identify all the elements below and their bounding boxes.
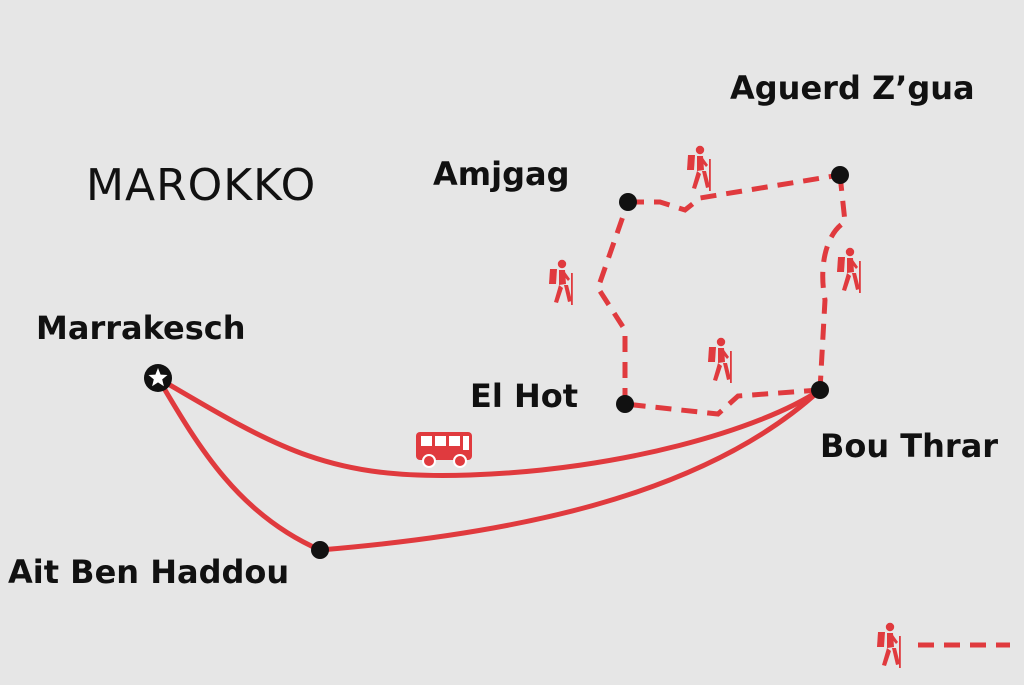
place-label-el-hot: El Hot [470,377,579,415]
trek-routes [595,172,848,417]
star-icon [144,364,172,392]
point-amjgag [619,193,637,211]
bus-icon [416,432,472,468]
trek-amjgag-aguerd [628,172,841,213]
route-marrakesch-ait-ben-haddou [155,375,323,553]
bus-routes [155,375,823,553]
hiker-icon [877,622,901,668]
country-label: MAROKKO [86,160,317,211]
trek-aguerd-bou-thrar [817,174,848,391]
place-label-amjgag: Amjgag [433,155,570,193]
point-aguerd-zgua [831,166,849,184]
point-el-hot [616,395,634,413]
hiker-icon [549,259,573,305]
hiker-icon [687,145,711,191]
place-label-aguerd-zgua: Aguerd Z’gua [730,69,975,107]
hiker-icon [837,247,861,293]
hiker-icon [708,337,732,383]
route-marrakesch-bou-thrar [155,375,823,478]
trek-el-hot-amjgag [595,201,631,404]
place-label-ait-ben-haddou: Ait Ben Haddou [8,553,290,591]
route-ait-ben-haddou-bou-thrar [317,387,823,553]
place-label-marrakesch: Marrakesch [36,309,246,347]
point-bou-thrar [811,381,829,399]
waypoints [311,166,849,559]
point-ait-ben-haddou [311,541,329,559]
place-label-bou-thrar: Bou Thrar [820,427,999,465]
trek-markers [549,145,901,668]
trek-bou-thrar-el-hot [624,387,821,417]
